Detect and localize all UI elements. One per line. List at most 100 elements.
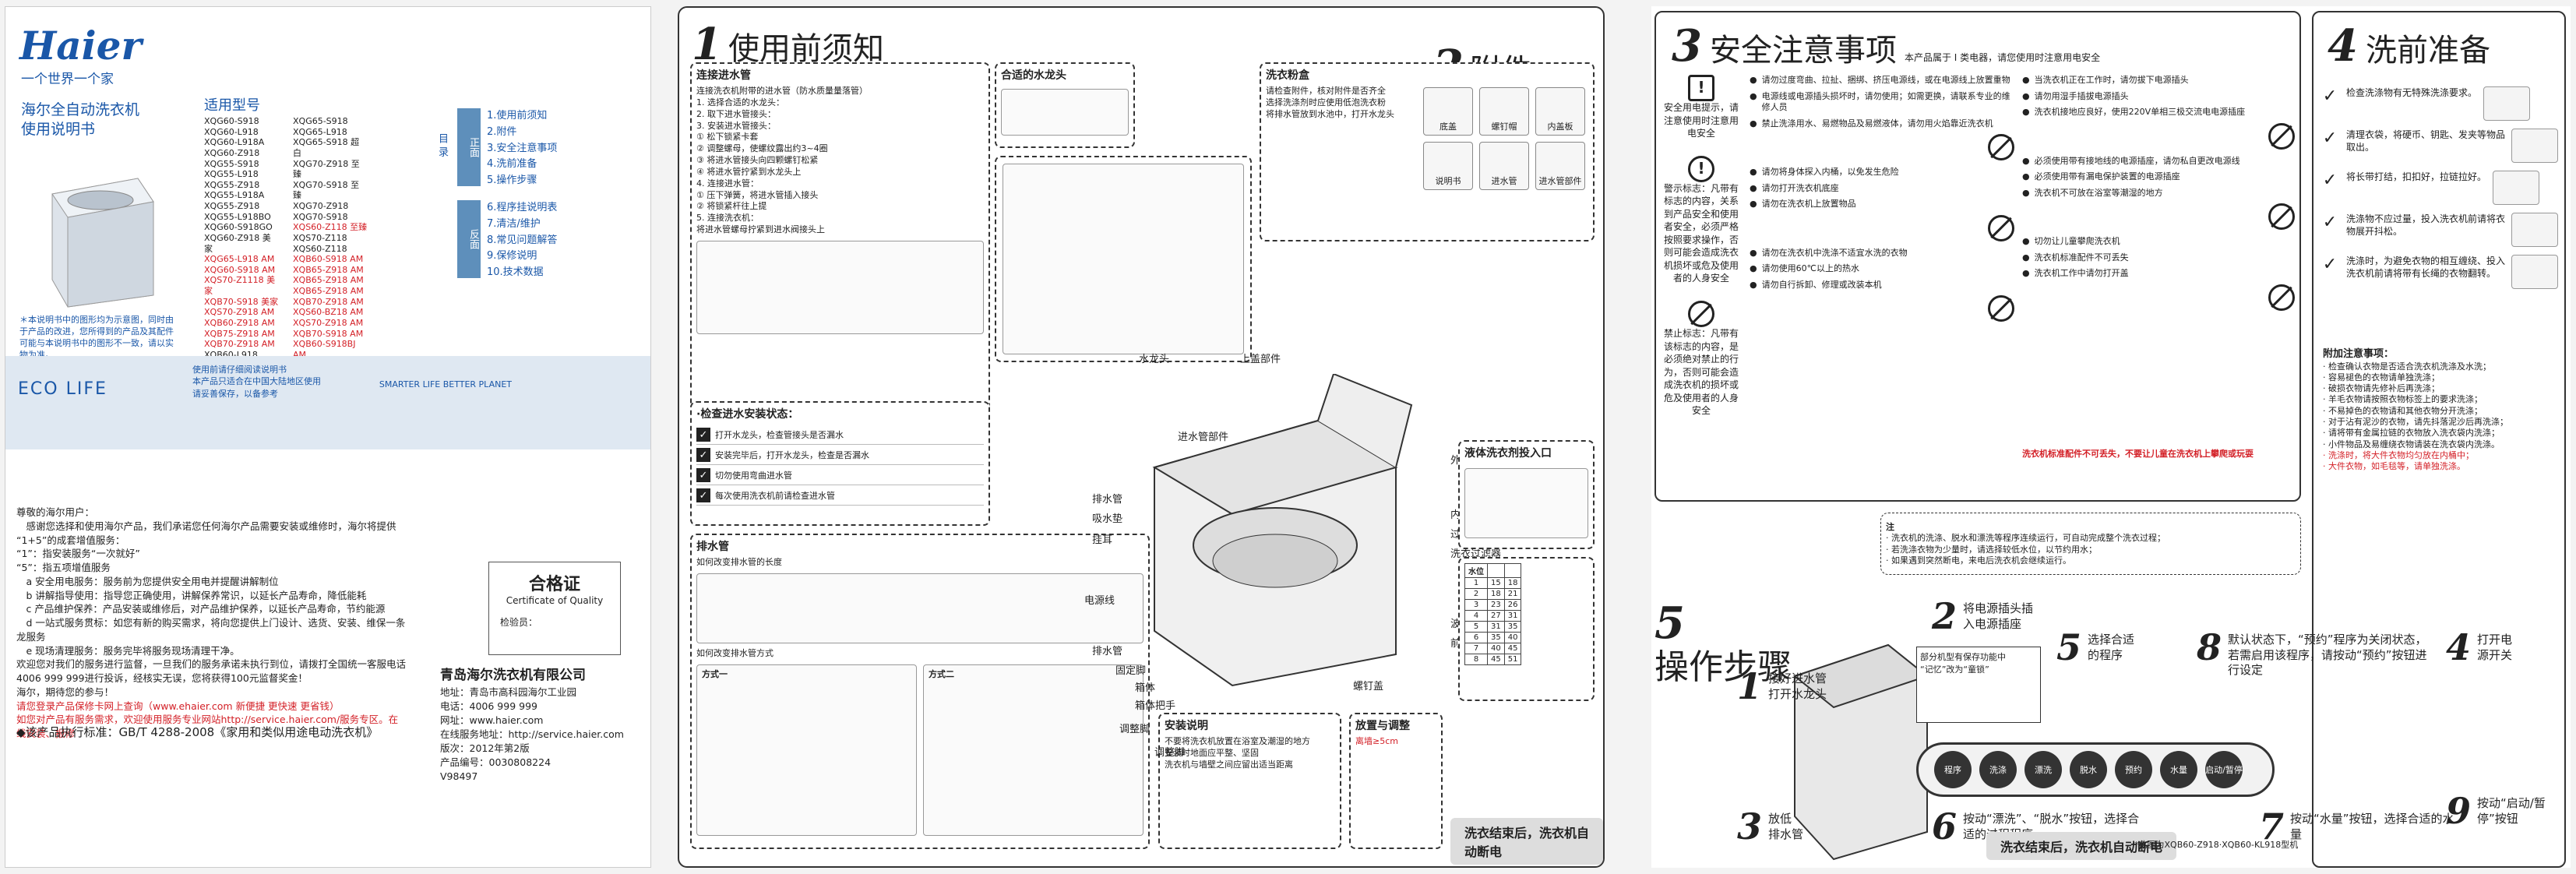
part-label: 进水管部件 xyxy=(1178,432,1229,443)
section-3-heading: 3 安全注意事项 本产品属于 I 类电器，请您使用时注意用电安全 xyxy=(1672,20,2100,72)
table-cell: 51 xyxy=(1503,654,1522,665)
warning-item: ●当洗衣机正在工作时，请勿拔下电源插头 xyxy=(2022,75,2295,86)
accessory-item: 说明书 xyxy=(1423,142,1473,190)
part-label: 调整脚 xyxy=(1154,747,1186,759)
table-cell: 45 xyxy=(1487,654,1505,665)
operation-note: · 若洗涤衣物为少量时，请选择较低水位，以节约用水； xyxy=(1886,544,2097,555)
step-text: 打开电 源开关 xyxy=(2477,633,2513,662)
brand-slogan: 一个世界一个家 xyxy=(21,72,114,87)
letter-line: 海尔，期待您的参与！ xyxy=(16,685,115,698)
company-line: 在线服务地址：http://service.haier.com xyxy=(440,728,624,741)
warning-text: 切勿让儿童攀爬洗衣机 xyxy=(2034,236,2120,247)
check-icon: ✓ xyxy=(696,448,710,462)
model-item: XQB75-Z918 AM xyxy=(204,328,275,339)
manual-title-line-1: 海尔全自动洗衣机 xyxy=(21,101,140,118)
table-cell: 4 xyxy=(1464,610,1488,622)
certificate-inspector: 检验员： xyxy=(500,617,538,628)
eco-life-notes: 使用前请仔细阅读说明书 本产品只适合在中国大陆地区使用 请妥善保存，以备参考 xyxy=(192,364,321,400)
step-text: 选择合适 的程序 xyxy=(2088,633,2135,662)
table-cell: 40 xyxy=(1487,643,1505,654)
model-item: XQS60-Z118 xyxy=(293,243,347,254)
inlet-step: 3. 安装进水管接头： xyxy=(696,120,776,131)
check-row: ✓打开水龙头，检查管接头是否漏水 xyxy=(696,428,984,445)
model-item: XQB65-Z918 AM xyxy=(293,275,364,286)
warning-text: 电源线或电源插头损坏时，请勿使用；如需更换，请联系专业的维修人员 xyxy=(1761,90,2010,113)
inlet-step: 将进水管螺母拧紧到进水阀接头上 xyxy=(696,224,825,235)
prep-item: ✓将长带打结，扣扣好，拉链拉好。 xyxy=(2320,171,2558,205)
panel-button[interactable]: 预约 xyxy=(2115,751,2152,788)
exclamation-icon: ! xyxy=(1688,155,1714,182)
toc-item: 1.使用前须知 xyxy=(487,110,548,122)
table-cell: 18 xyxy=(1503,577,1522,589)
service-letter: 尊敬的海尔用户： 感谢您选择和使用海尔产品，我们承诺您任何海尔产品需要安装或维修… xyxy=(16,506,406,741)
panel-button[interactable]: 程序 xyxy=(1934,751,1972,788)
inlet-step: ② 调整螺母，使螺纹露出约3~4圈 xyxy=(696,143,828,154)
step-number: 5 xyxy=(2056,626,2082,668)
step-number: 8 xyxy=(2197,626,2222,668)
step-number: 9 xyxy=(2446,790,2472,832)
brand-logo: Haier xyxy=(19,23,142,69)
operation-area: 5 操作步骤 注 · 洗衣机的洗涤、脱水和漂洗等程序连续运行，可自动完成整个洗衣… xyxy=(1654,513,2301,868)
check-text: 每次使用洗衣机前请检查进水管 xyxy=(715,491,835,501)
panel-button[interactable]: 启动/暂停 xyxy=(2205,751,2243,788)
install-note: 安装时地面应平整、坚固 xyxy=(1165,747,1259,758)
bullet-icon: ● xyxy=(1750,263,1757,274)
model-item: XQS70-Z1118 美家 xyxy=(204,275,276,296)
section-1-heading: 1 使用前须知 xyxy=(692,19,884,70)
washer-parts-diagram xyxy=(1152,374,1413,687)
panel-button[interactable]: 洗涤 xyxy=(1979,751,2017,788)
panel-button[interactable]: 水量 xyxy=(2160,751,2197,788)
prep-extra-item: · 容易褪色的衣物请单独洗涤； xyxy=(2323,372,2440,382)
red-warning: 洗衣机标准配件不可丢失，不要让儿童在洗衣机上攀爬或玩耍 xyxy=(2022,449,2254,459)
table-cell: 40 xyxy=(1503,632,1522,643)
checkmark-icon: ✓ xyxy=(2322,86,2338,106)
step-number: 1 xyxy=(1737,665,1763,707)
auto-off-note: 洗衣结束后，洗衣机自动断电 xyxy=(1450,818,1603,865)
check-title: ·检查进水安装状态： xyxy=(696,408,799,421)
warning-text: 洗衣机不可放在浴室等潮湿的地方 xyxy=(2034,187,2163,198)
part-label: 电源线 xyxy=(1084,595,1115,607)
bullet-icon: ● xyxy=(2022,236,2030,247)
toc-item: 3.安全注意事项 xyxy=(487,142,558,154)
inlet-step: 5. 连接洗衣机： xyxy=(696,213,759,224)
warning-item: ●必须使用带有漏电保护装置的电源插座 xyxy=(2022,171,2295,183)
accessory-item: 螺钉帽 xyxy=(1479,87,1529,136)
checkmark-icon: ✓ xyxy=(2322,171,2338,190)
accessory-item: 进水管 xyxy=(1479,142,1529,190)
section-5-heading: 5 操作步骤 xyxy=(1654,598,1792,688)
part-label: 调整脚 xyxy=(1119,724,1151,735)
prep-text: 洗涤时，为避免衣物的相互缠绕、投入洗衣机前请将带有长绳的衣物翻转。 xyxy=(2346,256,2506,280)
safety-legend: ! 安全用电提示，请注意使用时注意用电安全 ! 警示标志：凡带有标志的内容，关系… xyxy=(1662,75,1740,418)
panel-button[interactable]: 漂洗 xyxy=(2025,751,2062,788)
letter-line: “1”：指安装服务“一次就好” xyxy=(16,548,140,560)
model-item: XQG55-L918A xyxy=(204,190,265,201)
toc-back-label: 反面 xyxy=(457,200,481,278)
prohibition-icon xyxy=(2268,203,2295,231)
manual-title-line-2: 使用说明书 xyxy=(21,120,96,138)
illustration-note: ＊本说明书中的图形均为示意图，同时由于产品的改进，您所得到的产品及其配件可能与本… xyxy=(19,315,174,360)
panel-button[interactable]: 脱水 xyxy=(2070,751,2107,788)
table-cell: 27 xyxy=(1487,610,1505,622)
check-text: 切勿使用弯曲进水管 xyxy=(715,470,792,481)
warning-text: 必须使用带有接地线的电源插座，请勿私自更改电源线 xyxy=(2034,155,2240,166)
model-item: XQB65-Z918 AM xyxy=(293,286,364,296)
operation-note: · 如果遇到突然断电，来电后洗衣机会继续运行。 xyxy=(1886,555,2071,566)
safety-legend-1: 安全用电提示，请注意使用时注意用电安全 xyxy=(1663,102,1739,139)
table-cell: 15 xyxy=(1487,577,1505,589)
wall-distance: 离墙≥5cm xyxy=(1355,736,1398,746)
warning-item: ●洗衣机标准配件不可丢失 xyxy=(2022,252,2295,264)
check-box: ·检查进水安装状态： ✓打开水龙头，检查管接头是否漏水✓安装完毕后，打开水龙头，… xyxy=(690,401,990,526)
warning-text: 请勿用湿手插拔电源插头 xyxy=(2034,90,2129,101)
warning-text: 请勿使用60℃以上的热水 xyxy=(1761,263,1859,274)
part-label: 排水管 xyxy=(1092,494,1123,506)
letter-line: 欢迎您对我们的服务进行监督，一旦我们的服务承诺未执行到位，请拨打全国统一客服电话 xyxy=(16,658,407,671)
inlet-step: ② 将锁紧杆往上提 xyxy=(696,201,767,212)
part-label: 挂耳 xyxy=(1092,534,1113,546)
warning-item: ●洗衣机接地应良好，使用220V单相三极交流电电源插座 xyxy=(2022,107,2295,118)
faucet-illustration xyxy=(1001,89,1129,136)
